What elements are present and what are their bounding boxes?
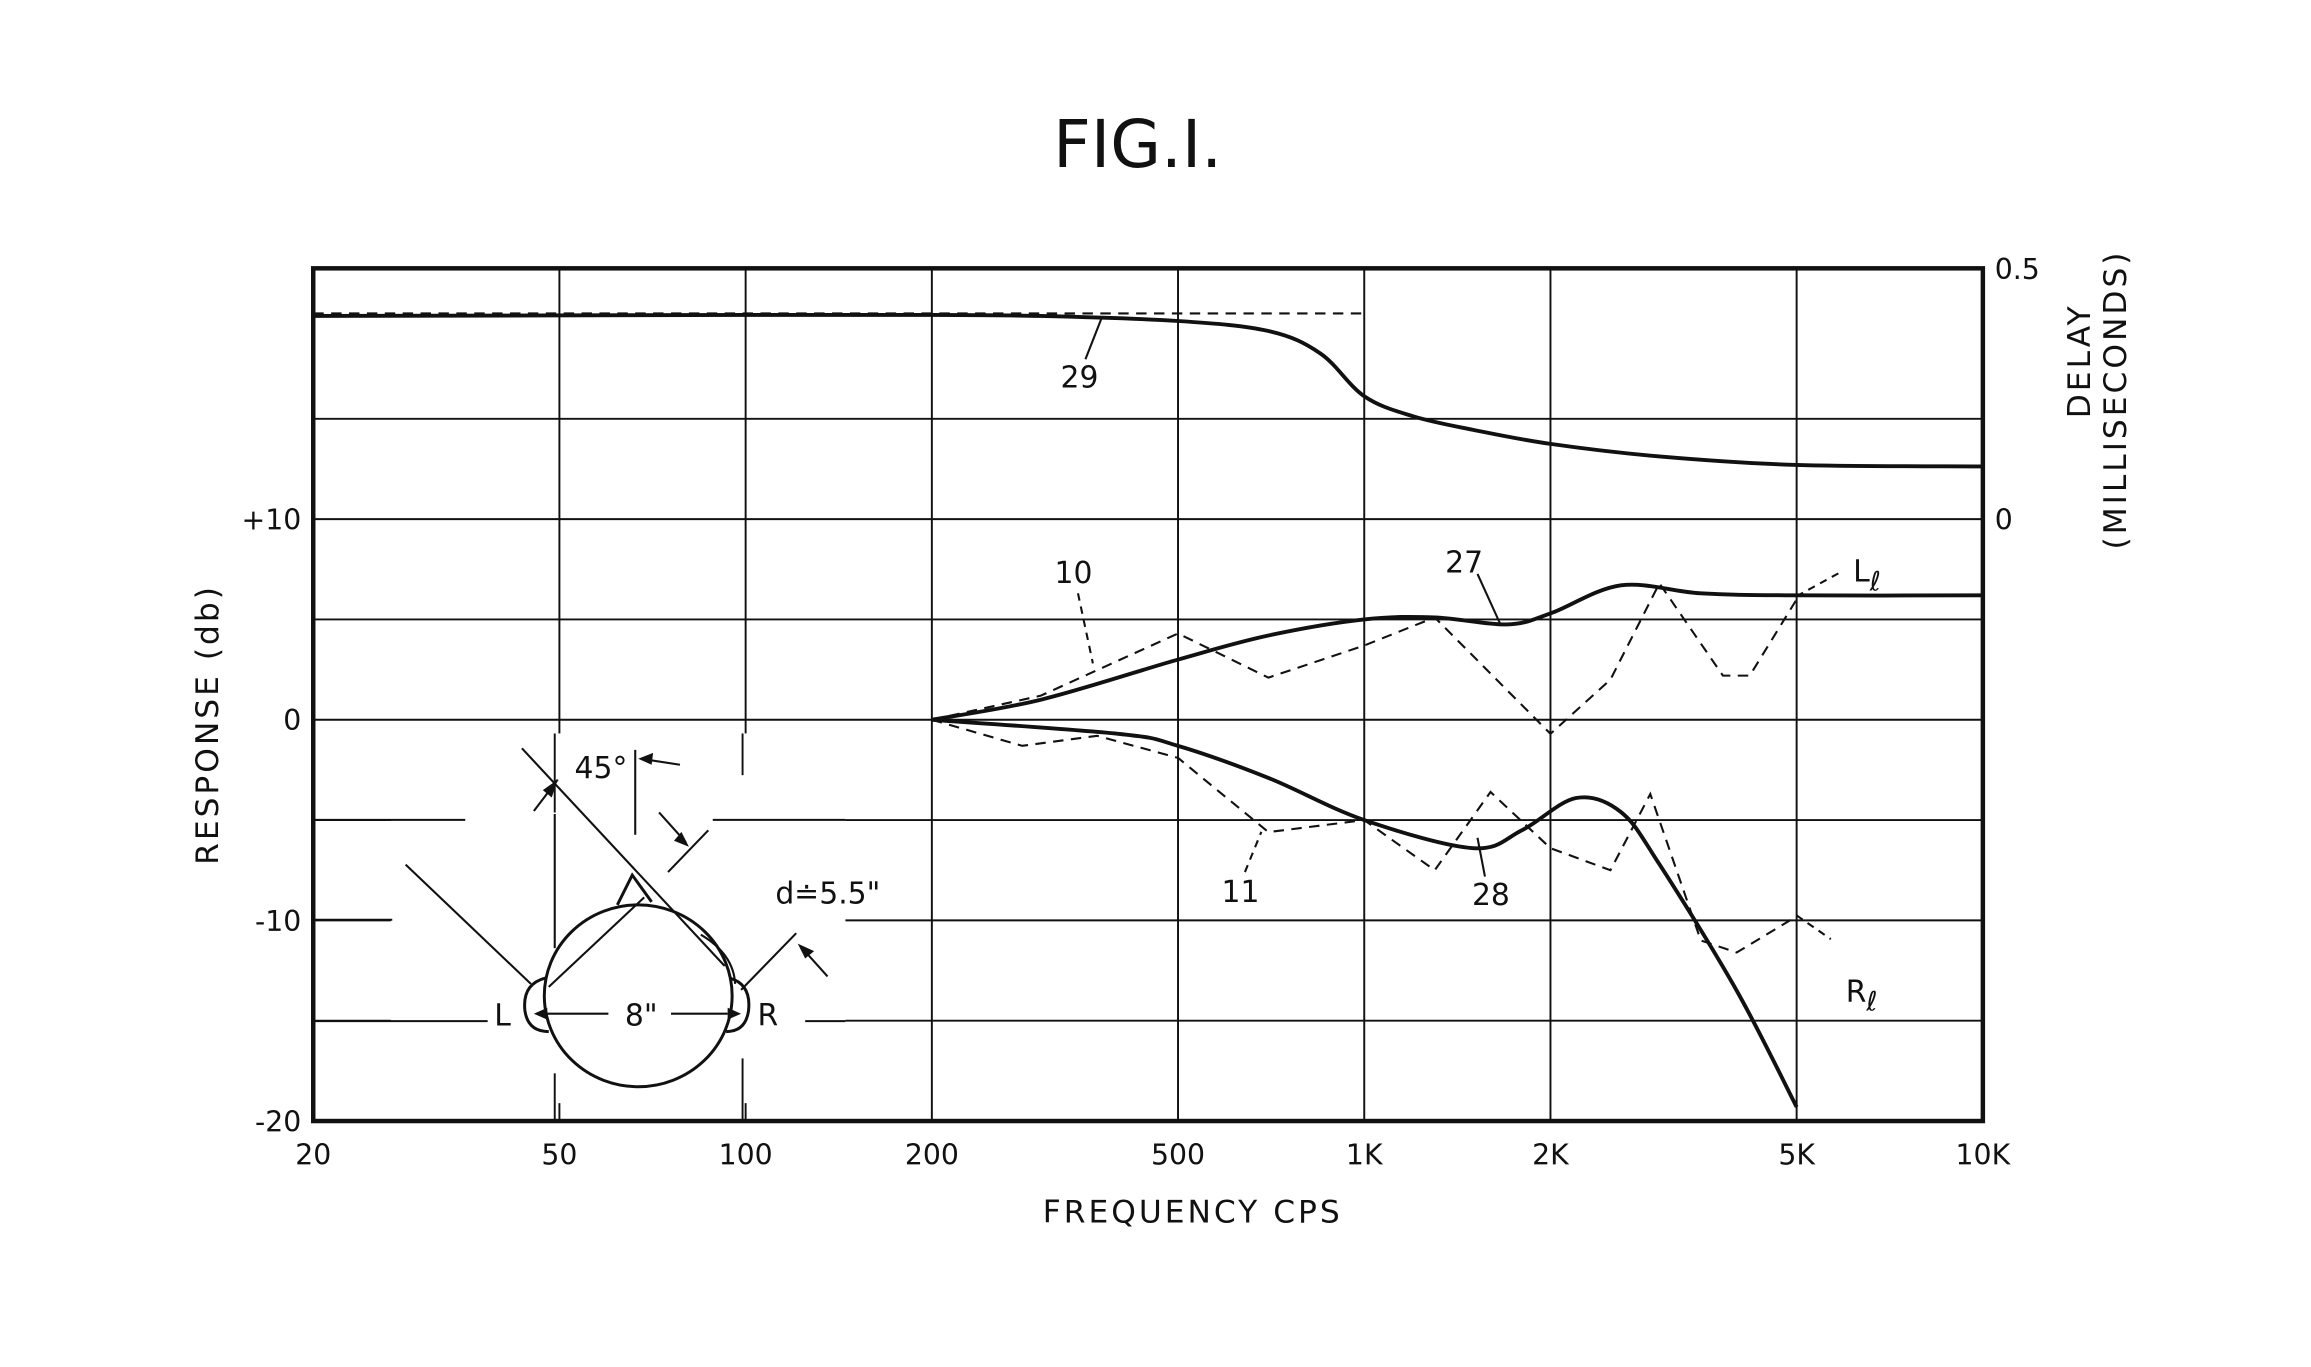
angle-label: 45° bbox=[575, 751, 628, 786]
x-tick-label: 2K bbox=[1532, 1138, 1570, 1171]
x-tick-label: 20 bbox=[295, 1138, 331, 1171]
right-ear-label: R bbox=[758, 999, 779, 1034]
x-tick-label: 10K bbox=[1956, 1138, 2012, 1171]
y2-axis-title-line1: DELAY bbox=[2062, 303, 2098, 418]
right-ear-icon bbox=[726, 976, 751, 1034]
plot-frame bbox=[311, 266, 1986, 1124]
annotation-28: 28 bbox=[1472, 878, 1510, 913]
nose-icon bbox=[616, 872, 653, 906]
distance-label: d≐5.5" bbox=[775, 876, 880, 911]
tick-labels: 20 50 100 200 500 1K 2K 5K 10K +10 0 -10 -20 0.5 0 bbox=[242, 253, 2040, 1171]
x-tick-label: 200 bbox=[905, 1138, 959, 1171]
label-re-sub: ℓ bbox=[1865, 987, 1877, 1018]
series-line-29 bbox=[313, 312, 1983, 469]
x-tick-label: 100 bbox=[719, 1138, 773, 1171]
series-line-10 bbox=[931, 581, 1798, 736]
y-axis-title: RESPONSE (db) bbox=[190, 584, 226, 865]
left-ear-icon bbox=[523, 976, 549, 1034]
y2-axis-title-line2: (MILLISECONDS) bbox=[2098, 250, 2134, 550]
head-outline bbox=[542, 903, 734, 1089]
annotations bbox=[1076, 317, 1844, 941]
annotation-10: 10 bbox=[1055, 556, 1093, 591]
left-ear-label: L bbox=[494, 999, 511, 1034]
y-tick-label: +10 bbox=[242, 504, 302, 537]
head-width-label: 8" bbox=[625, 999, 658, 1034]
y-tick-label: -10 bbox=[255, 905, 301, 938]
label-le-sub: ℓ bbox=[1869, 566, 1881, 597]
inset-background bbox=[313, 733, 846, 1122]
x-tick-label: 5K bbox=[1778, 1138, 1816, 1171]
series-line-27 bbox=[931, 582, 1983, 722]
figure-title: FIG.I. bbox=[1053, 107, 1222, 183]
x-axis-title: FREQUENCY CPS bbox=[1043, 1194, 1343, 1230]
y2-tick-label: 0.5 bbox=[1995, 253, 2040, 286]
x-tick-label: 50 bbox=[541, 1138, 577, 1171]
annotation-11: 11 bbox=[1222, 875, 1260, 910]
head-diagram-arrowheads bbox=[533, 752, 815, 1020]
label-le-main: L bbox=[1853, 554, 1870, 589]
series-line-28 bbox=[931, 717, 1799, 1108]
series-group bbox=[313, 312, 1983, 1108]
y2-tick-label: 0 bbox=[1995, 504, 2013, 537]
y-tick-label: -20 bbox=[255, 1105, 301, 1138]
label-right-ear-curve: Rℓ bbox=[1846, 975, 1878, 1018]
series-line-11 bbox=[931, 718, 1798, 954]
label-left-ear-curve: Lℓ bbox=[1853, 554, 1881, 597]
head-diagram bbox=[404, 747, 829, 1089]
annotation-27: 27 bbox=[1445, 545, 1483, 580]
y-tick-label: 0 bbox=[283, 704, 301, 737]
label-re-main: R bbox=[1846, 975, 1867, 1010]
x-tick-label: 500 bbox=[1151, 1138, 1205, 1171]
annotation-29: 29 bbox=[1061, 361, 1099, 396]
x-tick-label: 1K bbox=[1346, 1138, 1384, 1171]
